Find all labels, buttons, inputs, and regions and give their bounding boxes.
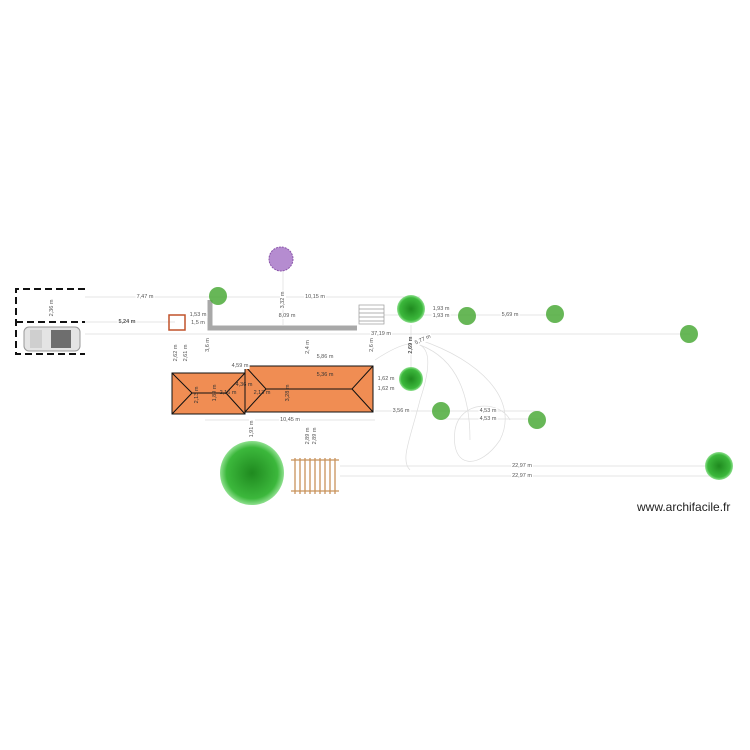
dimension-label: 4,53 m <box>478 408 498 414</box>
small-shed <box>168 314 186 331</box>
dimension-label: 2,13 m <box>253 390 271 396</box>
dimension-label: 2,89 m <box>312 426 318 446</box>
watermark[interactable]: www.archifacile.fr <box>637 500 731 514</box>
dimension-label: 2,13 m <box>194 386 200 404</box>
dimension-label: 4,53 m <box>478 416 498 422</box>
parking-space <box>15 288 85 355</box>
dimension-label: 2,61 m <box>183 343 189 363</box>
dimension-label: 2,6 m <box>369 337 375 353</box>
dimension-label: 2,89 m <box>305 426 311 446</box>
dimension-label: 8,09 m <box>277 313 297 319</box>
dimension-label: 7,47 m <box>135 294 155 300</box>
dimension-label: 3,56 m <box>391 408 411 414</box>
dimension-label: 1,53 m <box>188 312 208 318</box>
stairs <box>358 304 385 325</box>
dimension-label: 2,4 m <box>305 339 311 355</box>
dimension-label: 3,32 m <box>280 290 286 310</box>
dimension-label: 4,36 m <box>235 382 253 388</box>
dimension-label: 10,15 m <box>304 294 326 300</box>
round-tree <box>705 452 733 480</box>
large-tree <box>220 441 284 505</box>
dimension-label: 5,69 m <box>500 312 520 318</box>
round-tree <box>397 295 425 323</box>
pergola <box>291 458 339 494</box>
dimension-label: 1,62 m <box>376 386 396 392</box>
shrubs <box>209 287 698 429</box>
dimension-label: 22,97 m <box>511 473 533 479</box>
dimension-label: 1,5 m <box>190 320 206 326</box>
dimension-label: 10,45 m <box>279 417 301 423</box>
dimension-label: 2,62 m <box>173 343 179 363</box>
dimension-label: 2,16 m <box>219 390 237 396</box>
dimension-label: 37,19 m <box>370 331 392 337</box>
dimension-label: 1,93 m <box>431 313 451 319</box>
wall <box>207 300 357 331</box>
house-roof <box>171 365 374 415</box>
flower-bush <box>268 246 294 272</box>
dimension-label: 5,24 m <box>117 319 137 325</box>
dimension-label: 2,36 m <box>49 298 55 318</box>
car <box>23 326 81 352</box>
dimension-label: 2,69 m <box>408 335 414 355</box>
dimension-label: 5,36 m <box>316 372 334 378</box>
round-tree <box>399 367 423 391</box>
dimension-label: 1,93 m <box>431 306 451 312</box>
dimension-label: 4,59 m <box>230 363 250 369</box>
dimension-label: 3,6 m <box>205 337 211 353</box>
dimension-label: 1,89 m <box>212 384 218 402</box>
dimension-label: 3,28 m <box>285 384 291 402</box>
dimension-label: 1,62 m <box>376 376 396 382</box>
dimension-label: 5,86 m <box>315 354 335 360</box>
dimension-label: 1,91 m <box>249 419 255 439</box>
dimension-label: 22,97 m <box>511 463 533 469</box>
